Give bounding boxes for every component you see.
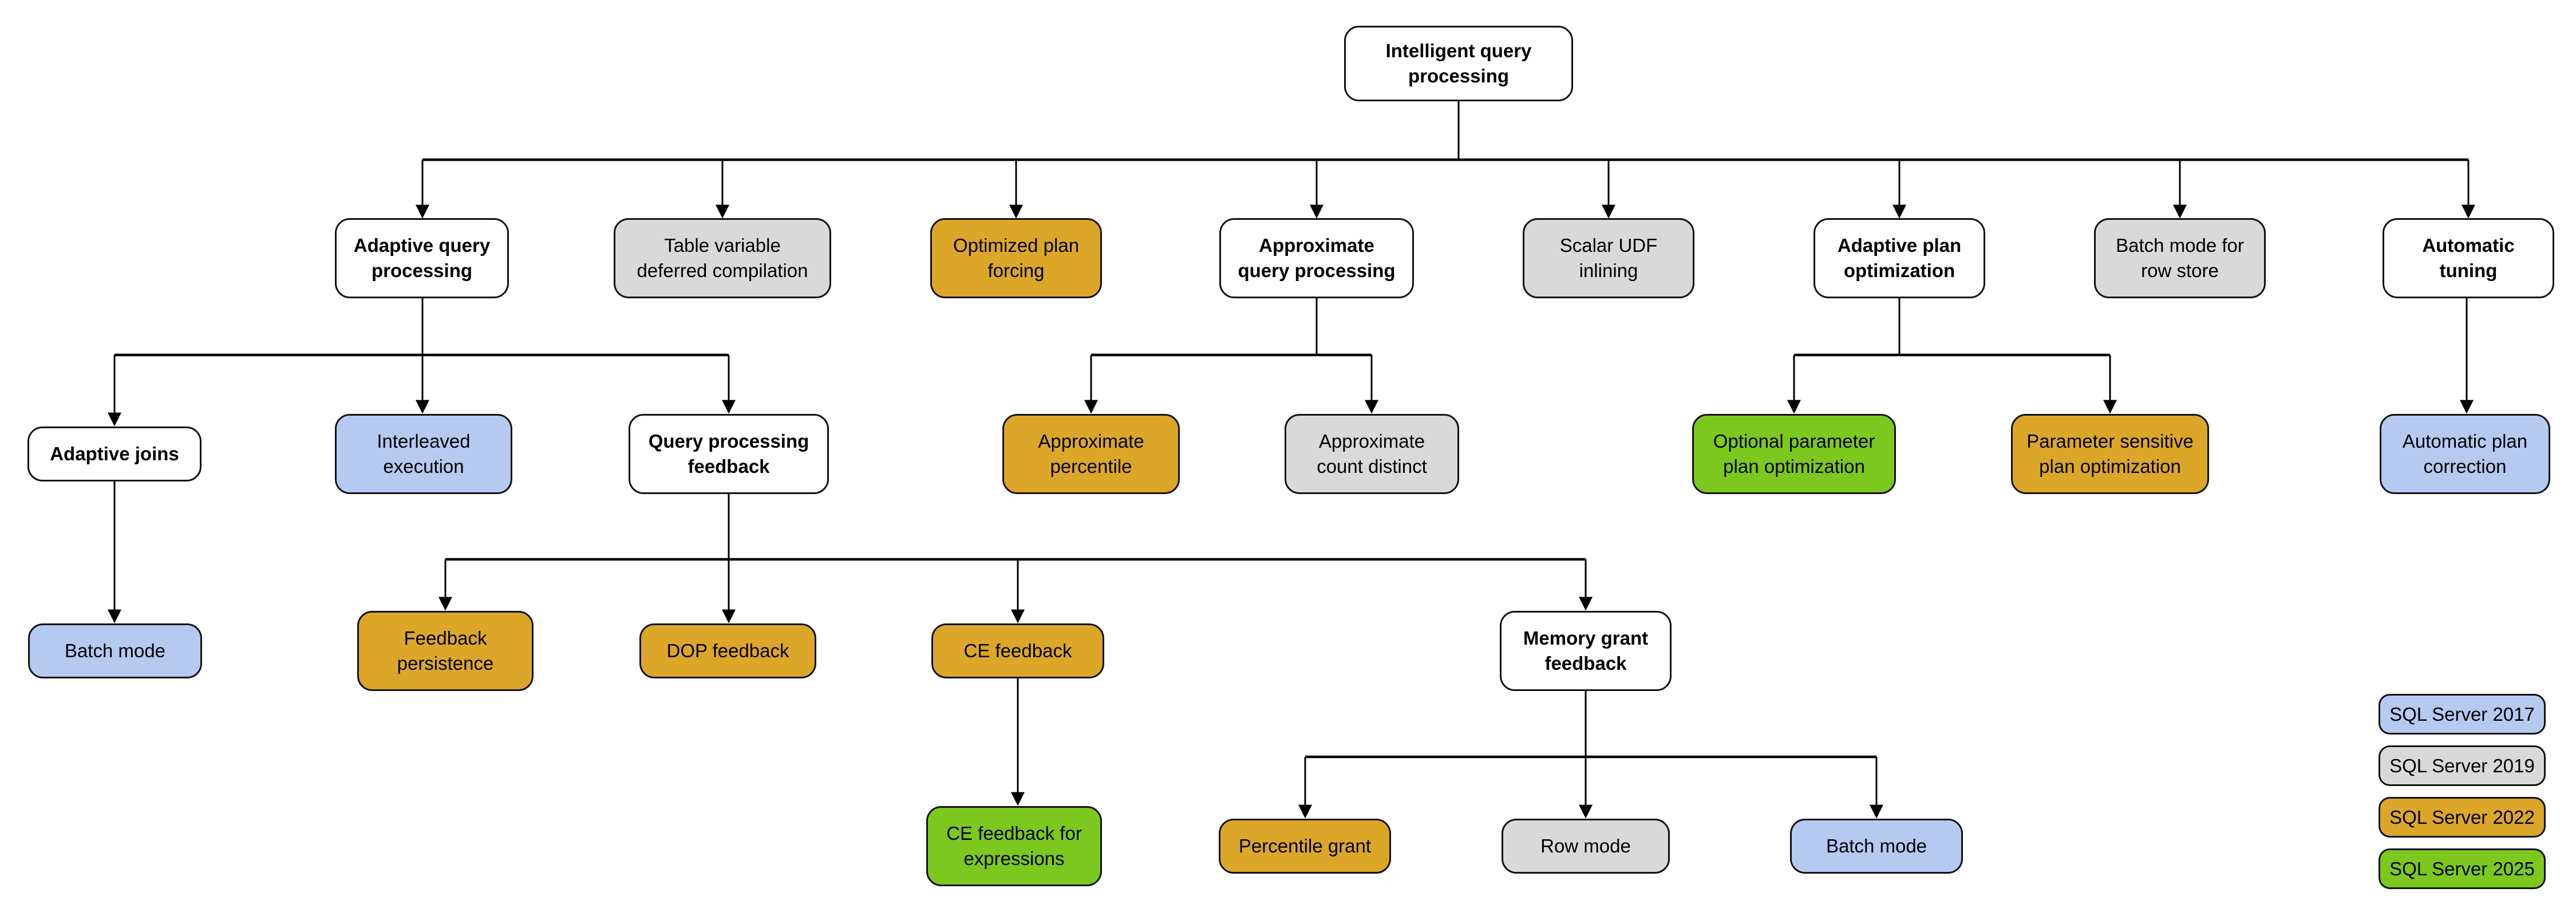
node-adaptive-query-processing: Adaptive query processing <box>335 218 509 298</box>
node-interleaved-execution: Interleaved execution <box>335 414 512 494</box>
node-scalar-udf-inlining: Scalar UDF inlining <box>1523 218 1694 298</box>
node-feedback-persistence: Feedback persistence <box>357 611 534 691</box>
legend-item-sql-server-2019: SQL Server 2019 <box>2379 745 2546 786</box>
legend-item-sql-server-2017: SQL Server 2017 <box>2379 694 2546 735</box>
node-optimized-plan-forcing: Optimized plan forcing <box>930 218 1102 298</box>
node-dop-feedback: DOP feedback <box>639 623 816 678</box>
node-approximate-query-processing: Approximate query processing <box>1219 218 1414 298</box>
node-ce-feedback-for-expressions: CE feedback for expressions <box>926 806 1102 886</box>
node-batch-mode-for-row-store: Batch mode for row store <box>2094 218 2266 298</box>
node-optional-parameter-plan-optimization: Optional parameter plan optimization <box>1692 414 1896 494</box>
node-approximate-percentile: Approximate percentile <box>1002 414 1180 494</box>
node-row-mode: Row mode <box>1502 819 1670 874</box>
legend-item-sql-server-2022: SQL Server 2022 <box>2379 797 2546 838</box>
node-query-processing-feedback: Query processing feedback <box>629 414 829 494</box>
node-approximate-count-distinct: Approximate count distinct <box>1285 414 1459 494</box>
node-batch-mode-adaptive-joins: Batch mode <box>28 623 202 678</box>
node-adaptive-plan-optimization: Adaptive plan optimization <box>1814 218 1985 298</box>
node-ce-feedback: CE feedback <box>931 623 1104 678</box>
node-parameter-sensitive-plan-optimization: Parameter sensitive plan optimization <box>2011 414 2209 494</box>
node-batch-mode-memory-grant: Batch mode <box>1790 819 1963 874</box>
node-intelligent-query-processing: Intelligent query processing <box>1344 26 1573 101</box>
node-percentile-grant: Percentile grant <box>1219 819 1391 874</box>
node-table-variable-deferred-compilation: Table variable deferred compilation <box>614 218 831 298</box>
legend-item-sql-server-2025: SQL Server 2025 <box>2379 848 2546 889</box>
node-automatic-plan-correction: Automatic plan correction <box>2380 414 2550 494</box>
node-automatic-tuning: Automatic tuning <box>2383 218 2554 298</box>
node-memory-grant-feedback: Memory grant feedback <box>1500 611 1672 691</box>
node-adaptive-joins: Adaptive joins <box>27 427 202 481</box>
